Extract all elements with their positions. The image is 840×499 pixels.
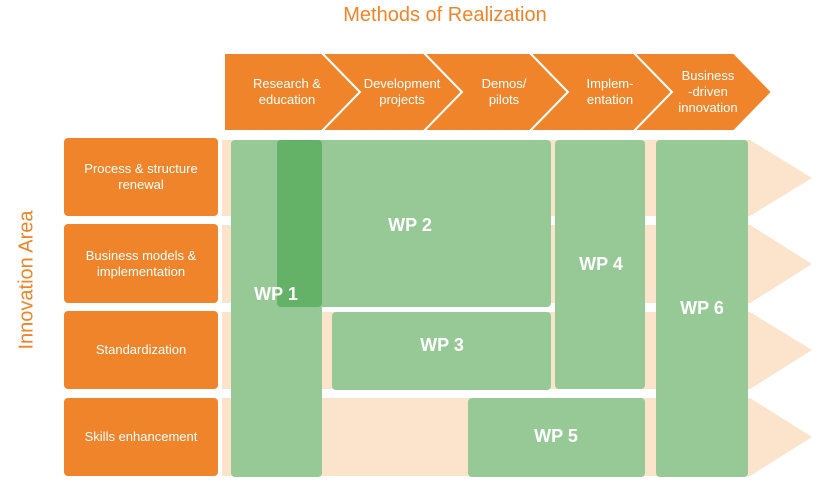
- area-label-1: Process & structure renewal: [84, 161, 198, 192]
- method-label-1: Research & education: [253, 76, 321, 107]
- wp5-block: [468, 398, 645, 477]
- area-box-2: [64, 224, 218, 303]
- area-label-4: Skills enhancement: [84, 429, 198, 444]
- wp2-label: WP 2: [388, 214, 432, 235]
- wp4-label: WP 4: [579, 253, 623, 274]
- wp2-block: [277, 140, 551, 307]
- method-label-2: Development projects: [363, 76, 441, 107]
- area-box-4: [64, 398, 218, 476]
- method-label-4: Implem- entation: [586, 76, 634, 107]
- wp3-label: WP 3: [420, 334, 464, 355]
- wp5-label: WP 5: [534, 425, 578, 446]
- wp6-label: WP 6: [680, 297, 724, 318]
- area-label-3: Standardization: [95, 342, 187, 357]
- diagram-title: Methods of Realization: [343, 4, 547, 26]
- wp3-block: [332, 312, 551, 390]
- method-chevron-5: [631, 52, 774, 132]
- area-label-2: Business models & implementation: [85, 247, 197, 279]
- area-box-3: [64, 311, 218, 389]
- wp1-wp2-overlap: [277, 140, 322, 307]
- method-label-3: Demos/ pilots: [481, 76, 527, 107]
- wp4-block: [555, 140, 645, 389]
- method-label-5: Business -driven innovation: [678, 68, 738, 115]
- wp1-label: WP 1: [254, 283, 298, 304]
- area-box-1: [64, 138, 218, 216]
- wp6-block: [656, 140, 748, 477]
